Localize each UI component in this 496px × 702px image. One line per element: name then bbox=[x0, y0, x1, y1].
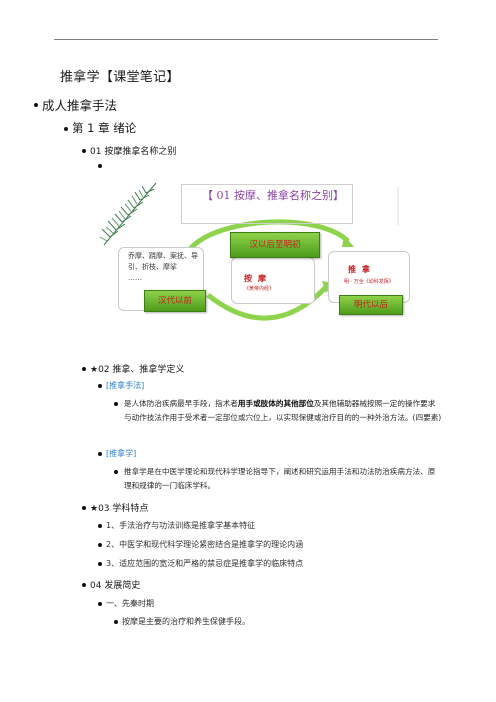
chapter-title: 第 1 章 绪论 bbox=[72, 121, 137, 135]
bullet-icon bbox=[114, 620, 118, 624]
banner-han-to-ming: 汉以后至明初 bbox=[230, 232, 320, 258]
source-neijing: 《黄帝内经》 bbox=[244, 286, 275, 292]
bullet-icon bbox=[98, 562, 102, 566]
outline-item-04[interactable]: 04 发展简史 bbox=[82, 578, 140, 591]
feature-item[interactable]: 3、适应范围的宽泛和严格的禁忌症是推拿学的临床特点 bbox=[98, 558, 303, 569]
feature-text: 3、适应范围的宽泛和严格的禁忌症是推拿学的临床特点 bbox=[106, 559, 304, 568]
bullet-icon bbox=[114, 470, 118, 474]
definition-discipline: 推拿学是在中医学理论和现代科学理论指导下，阐述和研究运用手法和功法防治疾病方法、… bbox=[114, 465, 442, 493]
feature-text: 1、手法治疗与功法训练是推拿学基本特征 bbox=[106, 521, 256, 530]
def1-emphasis: 用手或肢体的其他部位 bbox=[237, 399, 314, 408]
header-rule bbox=[54, 39, 438, 40]
def2-text: 推拿学是在中医学理论和现代科学理论指导下，阐述和研究运用手法和功法防治疾病方法、… bbox=[124, 467, 436, 490]
bullet-icon bbox=[82, 149, 86, 153]
ancient-names: 乔摩、跷摩、案抚、导引、折枝、摩挲 bbox=[128, 252, 198, 271]
definition-technique: 是人体防治疾病最早手段，指术者用手或肢体的其他部位及其他辅助器械按照一定的操作要… bbox=[114, 397, 442, 425]
section-title: 成人推拿手法 bbox=[42, 98, 118, 113]
bullet-icon bbox=[98, 543, 102, 547]
term-tuina: 推拿 bbox=[348, 265, 376, 274]
bullet-icon bbox=[34, 103, 38, 107]
bullet-icon bbox=[98, 384, 102, 388]
def1-part-a: 是人体防治疾病最早手段，指术者 bbox=[124, 399, 238, 408]
figure-title: 【 01 按摩、推拿名称之别】 bbox=[202, 189, 344, 202]
history-period[interactable]: 一、先秦时期 bbox=[98, 598, 154, 609]
feature-text: 2、中医学和现代科学理论紧密结合是推拿学的理论内涵 bbox=[106, 540, 304, 549]
outline-item-01[interactable]: 01 按摩推拿名称之别 bbox=[82, 144, 176, 157]
bullet-icon bbox=[82, 583, 86, 587]
feature-item[interactable]: 2、中医学和现代科学理论紧密结合是推拿学的理论内涵 bbox=[98, 539, 303, 550]
banner-post-ming: 明代以后 bbox=[339, 295, 403, 315]
outline-section[interactable]: 成人推拿手法 bbox=[34, 95, 117, 114]
outline-chapter[interactable]: 第 1 章 绪论 bbox=[64, 120, 136, 136]
flow-arrow-upper bbox=[188, 219, 350, 251]
outline-label-discipline[interactable]: [推拿学] bbox=[98, 448, 136, 459]
bullet-icon bbox=[82, 506, 86, 510]
item-04-heading: 04 发展简史 bbox=[90, 581, 141, 591]
def1-part-c: 及其他辅助器械按照一定的操作要求与动作技法作用于受术者一定部位或穴位上，以实现保… bbox=[124, 399, 442, 422]
outline-item-03[interactable]: ★03 学科特点 bbox=[82, 501, 148, 514]
bullet-icon bbox=[98, 602, 102, 606]
bullet-icon bbox=[98, 164, 102, 168]
card-post-ming bbox=[328, 251, 410, 303]
label-discipline: [推拿学] bbox=[106, 449, 137, 458]
figure-title-box bbox=[181, 184, 353, 224]
outline-item-02[interactable]: ★02 推拿、推拿学定义 bbox=[82, 362, 184, 375]
period-text: 一、先秦时期 bbox=[106, 599, 154, 608]
label-technique: [推拿手法] bbox=[106, 381, 145, 390]
ellipsis: …… bbox=[128, 274, 142, 282]
bullet-icon bbox=[98, 452, 102, 456]
item-01-heading: 01 按摩推拿名称之别 bbox=[90, 147, 177, 157]
point-text: 按摩是主要的治疗和养生保健手段。 bbox=[122, 617, 250, 626]
term-anmo: 按摩 bbox=[244, 274, 272, 283]
card-pre-han-text: 乔摩、跷摩、案抚、导引、折枝、摩挲 …… bbox=[128, 251, 204, 284]
history-point[interactable]: 按摩是主要的治疗和养生保健手段。 bbox=[114, 616, 250, 627]
item-02-heading: ★02 推拿、推拿学定义 bbox=[90, 365, 185, 375]
banner-pre-han: 汉代以前 bbox=[144, 290, 206, 312]
outline-image-item[interactable] bbox=[98, 160, 106, 168]
bullet-icon bbox=[114, 402, 118, 406]
card-han-to-ming bbox=[231, 257, 315, 304]
pine-branch-icon bbox=[99, 182, 157, 246]
figure-name-distinction: 【 01 按摩、推拿名称之别】 乔摩、跷摩、案抚、导引、折枝、摩挲 …… 汉代以… bbox=[98, 177, 436, 332]
page-title: 推拿学【课堂笔记】 bbox=[60, 70, 180, 85]
bullet-icon bbox=[82, 367, 86, 371]
source-wanquan: 明 · 万全《幼科发挥》 bbox=[344, 279, 394, 285]
item-03-heading: ★03 学科特点 bbox=[90, 504, 149, 514]
outline-label-technique[interactable]: [推拿手法] bbox=[98, 380, 144, 391]
feature-item[interactable]: 1、手法治疗与功法训练是推拿学基本特征 bbox=[98, 520, 255, 531]
bullet-icon bbox=[98, 524, 102, 528]
bullet-icon bbox=[64, 127, 68, 131]
